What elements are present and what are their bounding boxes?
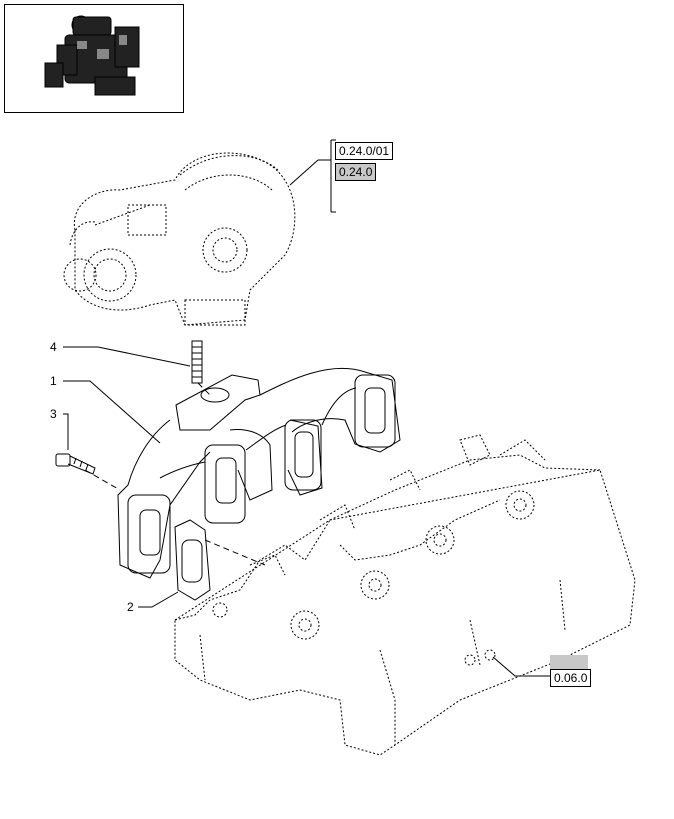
callout-3-leader bbox=[63, 413, 69, 450]
callout-1: 1 bbox=[50, 374, 57, 388]
gasket-part bbox=[174, 519, 211, 601]
exhaust-manifold-part bbox=[117, 367, 401, 579]
turbo-reference-2[interactable]: 0.24.0 bbox=[335, 163, 377, 181]
head-reference-shade bbox=[550, 655, 588, 669]
engine-thumbnail-icon bbox=[44, 15, 140, 96]
engine-thumbnail-frame bbox=[4, 4, 184, 113]
callout-3: 3 bbox=[50, 407, 57, 421]
alignment-lines bbox=[84, 382, 266, 566]
head-reference-leader bbox=[492, 656, 550, 677]
callout-4: 4 bbox=[50, 340, 57, 354]
head-reference[interactable]: 0.06.0 bbox=[550, 669, 592, 687]
stud-part bbox=[191, 340, 203, 384]
turbo-reference-leader bbox=[289, 139, 336, 213]
callout-2-leader bbox=[138, 591, 179, 608]
callout-4-leader bbox=[63, 346, 191, 367]
callout-2: 2 bbox=[127, 600, 134, 614]
turbocharger-outline bbox=[63, 152, 296, 326]
cylinder-head-outline bbox=[174, 434, 636, 756]
turbo-reference-1[interactable]: 0.24.0/01 bbox=[335, 142, 394, 160]
callout-1-leader bbox=[63, 380, 161, 444]
bolt-part bbox=[55, 453, 96, 475]
